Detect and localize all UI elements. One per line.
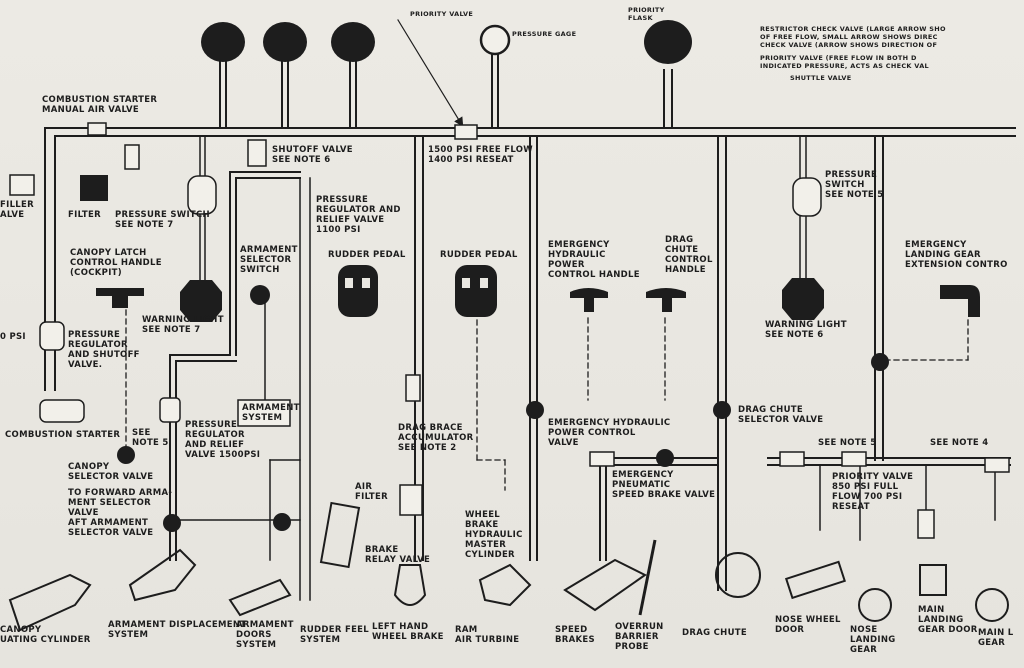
nose-landing-gear-icon — [858, 588, 892, 622]
brake-relay-label: BRAKE RELAY VALVE — [365, 545, 431, 565]
storage-bottle-2 — [263, 22, 307, 62]
canopy-selector-label: CANOPY SELECTOR VALVE — [68, 462, 154, 482]
air-filter-label: AIR FILTER — [355, 482, 388, 502]
emergency-landing-gear-label: EMERGENCY LANDING GEAR EXTENSION CONTRO — [905, 240, 1008, 270]
drag-chute-selector-label: DRAG CHUTE SELECTOR VALVE — [738, 405, 824, 425]
shuttle-valve-3 — [273, 513, 291, 531]
warning-light-right-icon — [782, 278, 824, 320]
shuttle-valve-1 — [117, 446, 135, 464]
drag-chute-handle-icon — [646, 288, 686, 312]
armament-selector-switch-icon — [250, 285, 270, 305]
armament-displacement-icon — [128, 548, 197, 602]
canopy-cylinder-label: CANOPY UATING CYLINDER — [0, 625, 91, 645]
drag-chute-icon — [715, 552, 761, 598]
filler-valve-label: FILLER ALVE — [0, 200, 34, 220]
shuttle-valve-7 — [871, 353, 889, 371]
drag-brace-label: DRAG BRACE ACCUMULATOR SEE NOTE 2 — [398, 423, 474, 453]
priority-valve-850-label: PRIORITY VALVE 850 PSI FULL FLOW 700 PSI… — [832, 472, 914, 512]
canopy-cylinder-icon — [8, 573, 92, 632]
combustion-starter-air-label: COMBUSTION STARTER MANUAL AIR VALVE — [42, 95, 158, 115]
emergency-hydraulic-handle-icon — [570, 288, 608, 312]
shutoff-valve-label: SHUTOFF VALVE SEE NOTE 6 — [272, 145, 353, 165]
pressure-switch-right-label: PRESSURE SWITCH SEE NOTE 5 — [825, 170, 884, 200]
armament-selector-label: ARMAMENT SELECTOR SWITCH — [240, 245, 298, 275]
free-flow-label: 1500 PSI FREE FLOW 1400 PSI RESEAT — [428, 145, 533, 165]
shuttle-valve-6 — [713, 401, 731, 419]
legend-restrictor-label: RESTRICTOR CHECK VALVE (LARGE ARROW SHO … — [760, 25, 946, 49]
pressure-switch-left-label: PRESSURE SWITCH SEE NOTE 7 — [115, 210, 210, 230]
filter-icon — [80, 175, 108, 201]
combustion-starter-label: COMBUSTION STARTER — [5, 430, 121, 440]
storage-bottle-1 — [201, 22, 245, 62]
rudder-pedal-1-label: RUDDER PEDAL — [328, 250, 406, 260]
armament-doors-label: ARMAMENT DOORS SYSTEM — [236, 620, 294, 650]
see-note-5-right-label: SEE NOTE 5 — [818, 438, 877, 448]
see-note-5-left-label: SEE NOTE 5 — [132, 428, 169, 448]
aft-armament-label: AFT ARMAMENT SELECTOR VALVE — [68, 518, 154, 538]
armament-system-label: ARMAMENT SYSTEM — [242, 403, 300, 423]
priority-flask-label: PRIORITY FLASK — [628, 6, 665, 22]
speed-brakes-icon — [563, 558, 647, 612]
rudder-pedal-2-icon — [455, 265, 497, 317]
rudder-feel-label: RUDDER FEEL SYSTEM — [300, 625, 370, 645]
rudder-pedal-2-label: RUDDER PEDAL — [440, 250, 518, 260]
emergency-power-valve-label: EMERGENCY HYDRAULIC POWER CONTROL VALVE — [548, 418, 671, 448]
armament-doors-icon — [228, 578, 292, 617]
canopy-latch-label: CANOPY LATCH CONTROL HANDLE (COCKPIT) — [70, 248, 162, 278]
pressure-gage-label: PRESSURE GAGE — [512, 30, 577, 38]
legend-shuttle-label: SHUTTLE VALVE — [790, 74, 852, 82]
shuttle-valve-4 — [526, 401, 544, 419]
warning-light-left-icon — [180, 280, 222, 322]
pressure-regulator-1500-label: PRESSURE REGULATOR AND RELIEF VALVE 1500… — [185, 420, 261, 460]
ram-air-turbine-icon — [478, 563, 532, 607]
pressure-regulator-shutoff-label: PRESSURE REGULATOR AND SHUTOFF VALVE. — [68, 330, 140, 370]
drag-chute-handle-label: DRAG CHUTE CONTROL HANDLE — [665, 235, 713, 275]
priority-flask — [644, 20, 692, 64]
overrun-barrier-icon — [638, 539, 657, 616]
emergency-pneumatic-label: EMERGENCY PNEUMATIC SPEED BRAKE VALVE — [612, 470, 716, 500]
overrun-barrier-label: OVERRUN BARRIER PROBE — [615, 622, 664, 652]
warning-light-left-label: WARNING LIGHT SEE NOTE 7 — [142, 315, 224, 335]
forward-armament-label: TO FORWARD ARMA- MENT SELECTOR VALVE — [68, 488, 173, 518]
landing-gear-handle-icon — [940, 285, 980, 317]
left-hand-brake-icon — [393, 564, 427, 606]
nose-landing-gear-label: NOSE LANDING GEAR — [850, 625, 896, 655]
filter-label: FILTER — [68, 210, 101, 220]
emergency-hydraulic-handle-label: EMERGENCY HYDRAULIC POWER CONTROL HANDLE — [548, 240, 640, 280]
left-hand-brake-label: LEFT HAND WHEEL BRAKE — [372, 622, 444, 642]
legend-priority-label: PRIORITY VALVE (FREE FLOW IN BOTH D INDI… — [760, 54, 929, 70]
speed-brakes-label: SPEED BRAKES — [555, 625, 595, 645]
shuttle-valve-5 — [656, 449, 674, 467]
nose-wheel-door-icon — [784, 560, 846, 600]
pressure-regulator-top-label: PRESSURE REGULATOR AND RELIEF VALVE 1100… — [316, 195, 401, 235]
main-gear-door-label: MAIN LANDING GEAR DOOR — [918, 605, 978, 635]
pressure-gage-icon — [479, 24, 511, 56]
nose-wheel-door-label: NOSE WHEEL DOOR — [775, 615, 841, 635]
main-landing-gear-door-icon — [919, 564, 947, 596]
warning-light-right-label: WARNING LIGHT SEE NOTE 6 — [765, 320, 847, 340]
storage-bottle-3 — [331, 22, 375, 62]
shuttle-valve-2 — [163, 514, 181, 532]
see-note-4-label: SEE NOTE 4 — [930, 438, 989, 448]
armament-displacement-label: ARMAMENT DISPLACEMENT SYSTEM — [108, 620, 247, 640]
main-gear-label: MAIN L GEAR — [978, 628, 1014, 648]
drag-chute-label: DRAG CHUTE — [682, 628, 747, 638]
psi-left-label: 0 PSI — [0, 332, 26, 342]
main-landing-gear-icon — [975, 588, 1009, 622]
ram-air-turbine-label: RAM AIR TURBINE — [455, 625, 520, 645]
rudder-pedal-1-icon — [338, 265, 378, 317]
wheel-brake-cylinder-label: WHEEL BRAKE HYDRAULIC MASTER CYLINDER — [465, 510, 523, 560]
canopy-latch-handle-icon — [96, 288, 144, 308]
rudder-feel-icon — [319, 501, 361, 569]
priority-valve-label: PRIORITY VALVE — [410, 10, 474, 18]
